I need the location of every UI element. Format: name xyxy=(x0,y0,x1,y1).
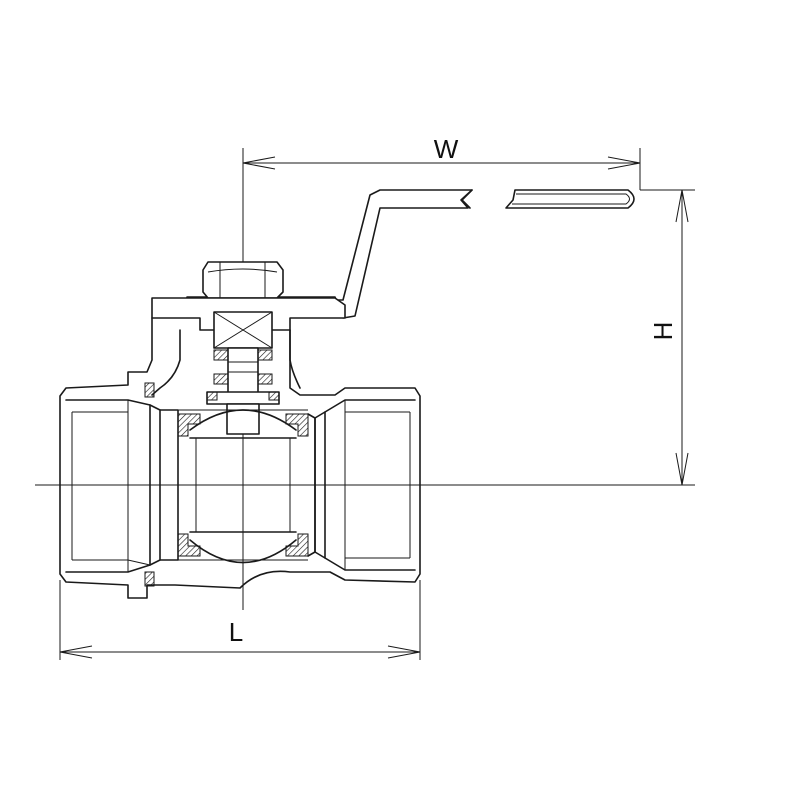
dimension-l-arrow-left xyxy=(59,645,93,659)
stem-assembly xyxy=(151,261,346,435)
stem-collar xyxy=(206,391,280,405)
body-outline xyxy=(59,317,421,599)
dimension-w-arrow-right xyxy=(607,156,641,170)
handle-lever-right xyxy=(505,189,635,209)
handle-inner-edge xyxy=(512,193,630,205)
seat-lower-right xyxy=(285,533,309,557)
handle-break-left xyxy=(461,189,473,209)
stem-tang xyxy=(226,403,260,435)
seat-upper-right xyxy=(285,413,309,437)
dimension-w: W xyxy=(242,134,641,190)
valve-body xyxy=(59,317,421,599)
stem-nut xyxy=(202,261,284,299)
dimension-l-arrow-right xyxy=(387,645,421,659)
left-end-port xyxy=(65,399,151,573)
dimension-h-arrow-top xyxy=(675,189,689,223)
dimension-l-label: L xyxy=(229,617,243,647)
seat-lower-left xyxy=(177,533,201,557)
ball-and-seats xyxy=(177,409,316,564)
seat-upper-left xyxy=(177,413,201,437)
stem-shaft xyxy=(227,347,259,399)
dimension-h-arrow-bottom xyxy=(675,452,689,486)
dimension-h-label: H xyxy=(648,322,678,341)
dimension-h: H xyxy=(640,189,695,486)
right-end-port xyxy=(324,399,416,571)
dimension-w-label: W xyxy=(434,134,459,164)
ball-bottom-arc xyxy=(189,539,297,564)
dimension-l: L xyxy=(59,580,421,660)
dimension-w-arrow-left xyxy=(242,156,276,170)
